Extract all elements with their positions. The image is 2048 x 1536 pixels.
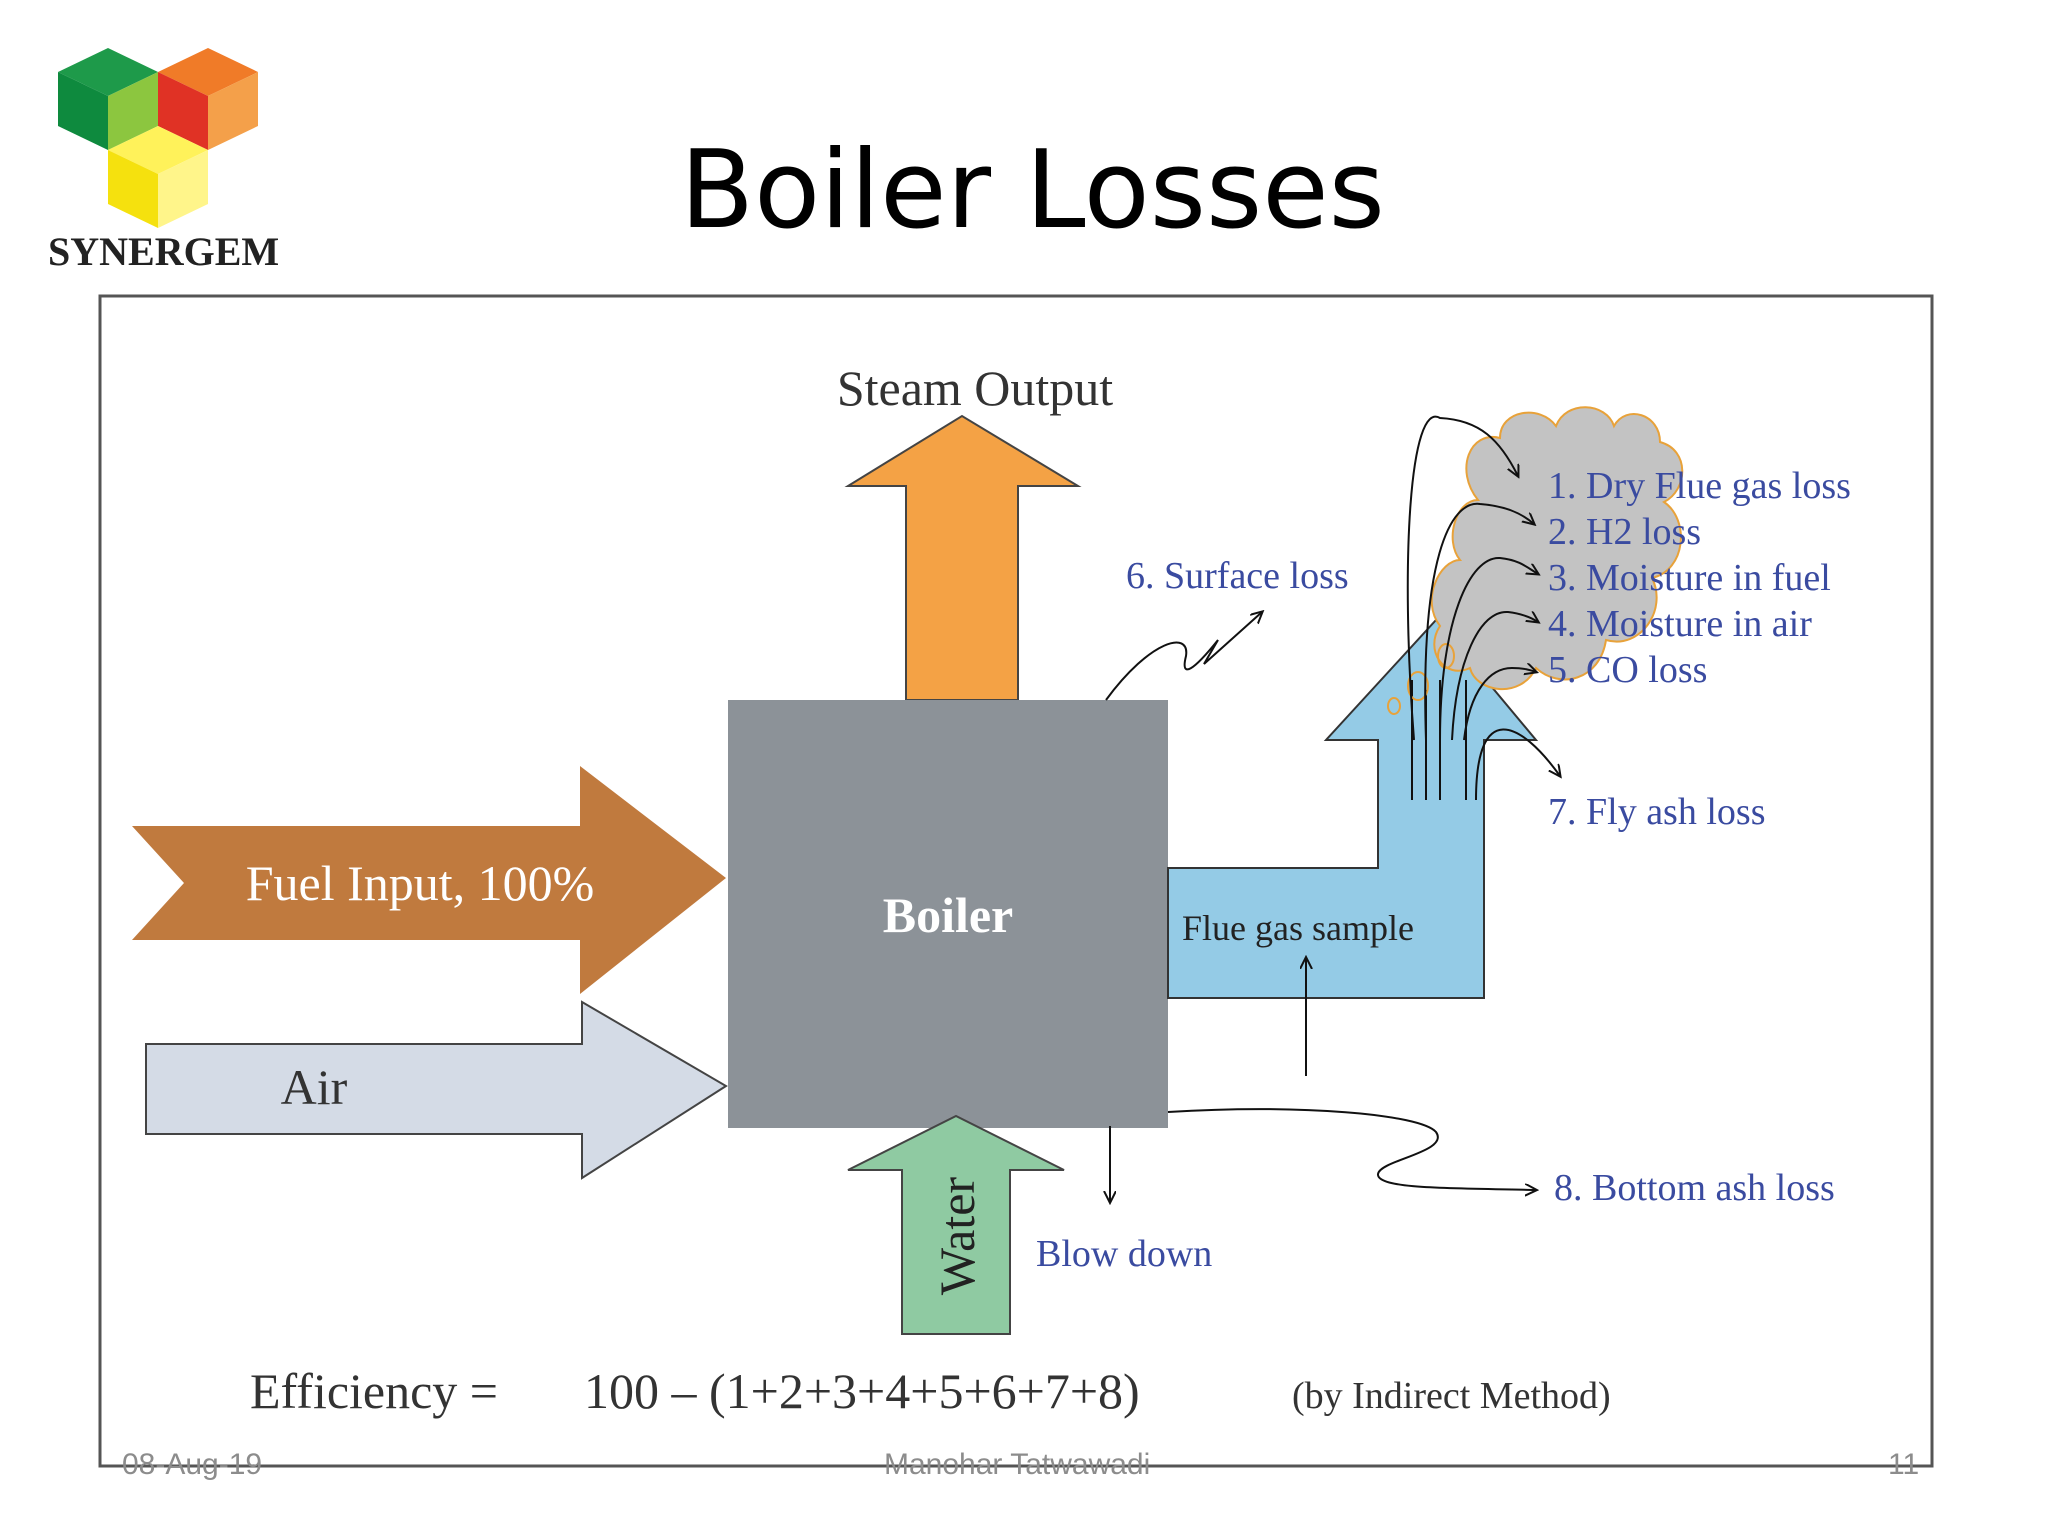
steam-output-label: Steam Output	[837, 360, 1113, 416]
loss-label-5: 5. CO loss	[1548, 649, 1707, 691]
fuel-input-label: Fuel Input, 100%	[246, 855, 595, 911]
efficiency-label: Efficiency =	[250, 1363, 498, 1419]
water-arrow	[847, 1114, 1065, 1335]
slide-title: Boiler Losses	[680, 128, 1385, 253]
air-label: Air	[281, 1059, 348, 1115]
loss-label-2: 2. H2 loss	[1548, 511, 1701, 553]
water-label: Water	[929, 1177, 985, 1295]
loss-label-7: 7. Fly ash loss	[1548, 791, 1765, 833]
efficiency-formula: 100 – (1+2+3+4+5+6+7+8)	[584, 1363, 1140, 1419]
smoke-puffs	[1387, 643, 1455, 715]
bottom-ash-arrow	[1167, 1108, 1536, 1190]
footer-page-number: 11	[1888, 1448, 1920, 1481]
blow-down-label: Blow down	[1036, 1233, 1212, 1275]
air-arrow	[145, 1000, 728, 1180]
synergem-logo	[40, 20, 280, 280]
flue-loss-arrows	[1406, 415, 1538, 741]
flue-gas-sample-label: Flue gas sample	[1182, 908, 1414, 948]
smoke-cloud	[1430, 406, 1684, 691]
boiler-label: Boiler	[883, 887, 1014, 943]
loss-label-4: 4. Moisture in air	[1548, 603, 1812, 645]
surface-loss-arrow	[1105, 612, 1262, 701]
efficiency-method: (by Indirect Method)	[1292, 1375, 1611, 1417]
footer-date: 08-Aug-19	[122, 1448, 263, 1481]
loss-label-8: 8. Bottom ash loss	[1554, 1167, 1835, 1209]
logo-cubes-icon	[58, 48, 258, 228]
fuel-input-arrow	[132, 766, 726, 994]
logo-text: SYNERGEM	[48, 229, 280, 274]
loss-label-1: 1. Dry Flue gas loss	[1548, 465, 1851, 507]
steam-output-arrow	[844, 414, 1082, 701]
loss-label-6: 6. Surface loss	[1126, 555, 1349, 597]
boiler-box	[728, 700, 1168, 1128]
footer-author: Manohar Tatwawadi	[884, 1448, 1151, 1481]
loss-label-3: 3. Moisture in fuel	[1548, 557, 1831, 599]
